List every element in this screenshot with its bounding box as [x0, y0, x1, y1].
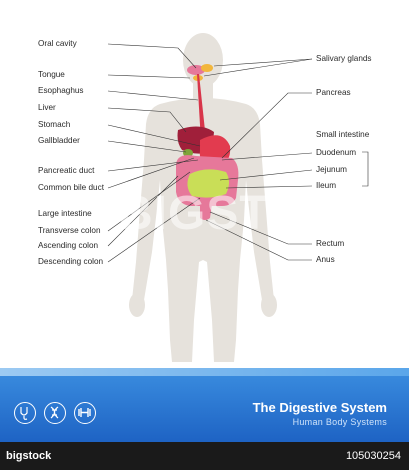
label-tongue: Tongue: [38, 70, 65, 79]
label-anus: Anus: [316, 255, 335, 264]
label-descending-colon: Descending colon: [38, 257, 104, 266]
esophagus-shape: [197, 74, 206, 142]
stethoscope-icon: [14, 402, 36, 424]
label-pancreatic-duct: Pancreatic duct: [38, 166, 95, 175]
label-esophagus: Esophaghus: [38, 86, 84, 95]
dumbbell-icon: [74, 402, 96, 424]
label-oral-cavity: Oral cavity: [38, 39, 77, 48]
label-gallbladder: Gallbladder: [38, 136, 80, 145]
label-salivary-glands: Salivary glands: [316, 54, 372, 63]
label-common-bile-duct: Common bile duct: [38, 183, 104, 192]
small-intestine-shape: [187, 169, 229, 198]
watermark: BIGSTOCK: [118, 187, 379, 240]
digestive-organs: [176, 64, 239, 220]
oral-cavity-shape: [187, 65, 205, 75]
anatomy-figure: [107, 33, 369, 362]
label-small-intestine: Small intestine: [316, 130, 370, 139]
label-duodenum: Duodenum: [316, 148, 357, 157]
label-liver: Liver: [38, 103, 56, 112]
stock-image-id: 105030254: [345, 450, 401, 462]
label-ascending-colon: Ascending colon: [38, 241, 99, 250]
footer-title: The Digestive System: [252, 400, 387, 415]
footer-subtitle: Human Body Systems: [292, 417, 387, 427]
salivary-gland-shape: [201, 64, 213, 72]
leader-lines: [107, 43, 369, 263]
label-rectum: Rectum: [316, 239, 345, 248]
label-large-intestine: Large intestine: [38, 209, 92, 218]
label-pancreas: Pancreas: [316, 88, 351, 97]
dna-icon: [44, 402, 66, 424]
footer-accent-stripe: [0, 368, 409, 376]
gallbladder-shape: [183, 149, 193, 157]
label-transverse-colon: Transverse colon: [38, 226, 101, 235]
footer-banner: [0, 368, 409, 442]
label-jejunum: Jejunum: [316, 165, 347, 174]
stock-logo: bigstock: [6, 450, 52, 462]
rectum-shape: [200, 204, 212, 220]
label-stomach: Stomach: [38, 120, 71, 129]
stock-strip: [0, 442, 409, 470]
label-ileum: Ileum: [316, 181, 337, 190]
